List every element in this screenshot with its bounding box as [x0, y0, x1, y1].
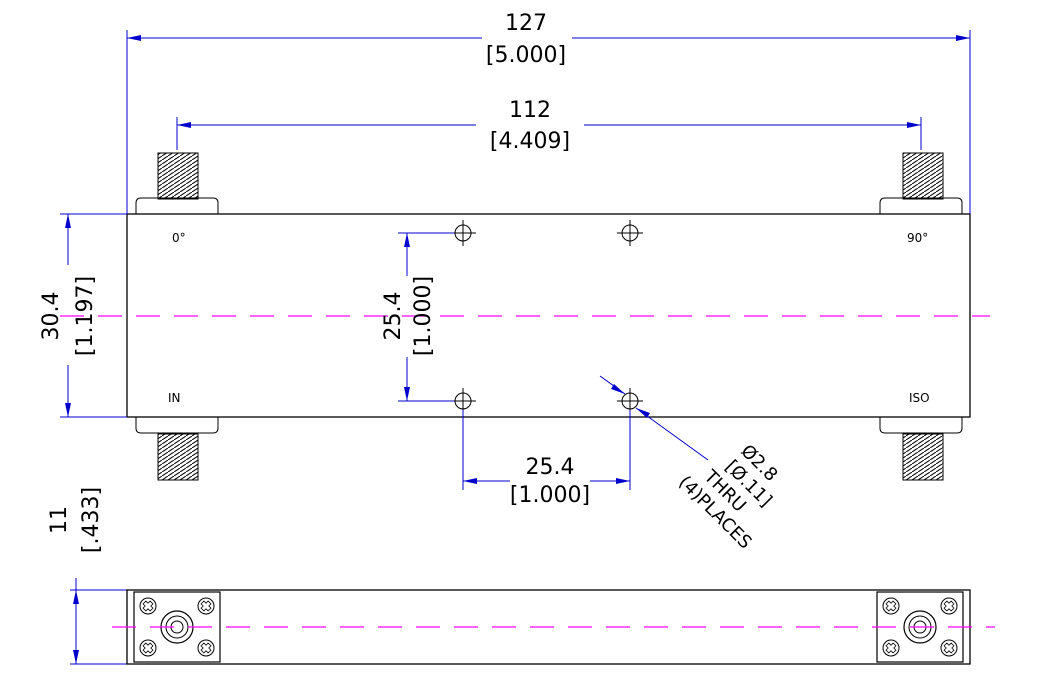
svg-text:[1.000]: [1.000] — [510, 483, 590, 508]
svg-text:25.4: 25.4 — [526, 455, 575, 480]
side-connector-left — [133, 591, 221, 663]
svg-text:[1.000]: [1.000] — [411, 276, 436, 356]
dimension-hole-spacing-horizontal: 25.4 [1.000] — [462, 410, 631, 508]
side-connector-right — [876, 591, 964, 663]
svg-text:[.433]: [.433] — [79, 487, 104, 553]
connector-90-deg — [879, 152, 963, 214]
dimension-hole-spacing-vertical: 25.4 [1.000] — [381, 232, 454, 402]
svg-text:11: 11 — [47, 506, 72, 534]
svg-text:112: 112 — [509, 98, 551, 123]
port-label-iso: ISO — [909, 391, 930, 405]
mounting-hole — [450, 220, 476, 246]
port-label-in: IN — [168, 391, 181, 405]
svg-text:25.4: 25.4 — [381, 292, 406, 341]
dimension-overall-length: 127 [5.000] — [126, 11, 971, 214]
connector-in — [135, 417, 219, 481]
mounting-hole — [617, 388, 643, 414]
connector-iso — [879, 417, 963, 481]
mounting-hole — [617, 220, 643, 246]
svg-text:30.4: 30.4 — [39, 292, 64, 341]
svg-text:127: 127 — [505, 11, 547, 36]
svg-text:[1.197]: [1.197] — [73, 276, 98, 356]
port-label-0deg: 0° — [172, 231, 186, 245]
port-label-90deg: 90° — [907, 231, 928, 245]
connector-0-deg — [135, 152, 219, 214]
dimension-body-width: 30.4 [1.197] — [39, 213, 127, 418]
svg-text:[4.409]: [4.409] — [490, 129, 570, 154]
dimension-height: 11 [.433] — [47, 487, 127, 665]
svg-text:[5.000]: [5.000] — [486, 43, 566, 68]
mounting-hole — [450, 388, 476, 414]
dimension-port-spacing: 112 [4.409] — [176, 98, 922, 154]
mounting-holes — [450, 220, 643, 414]
